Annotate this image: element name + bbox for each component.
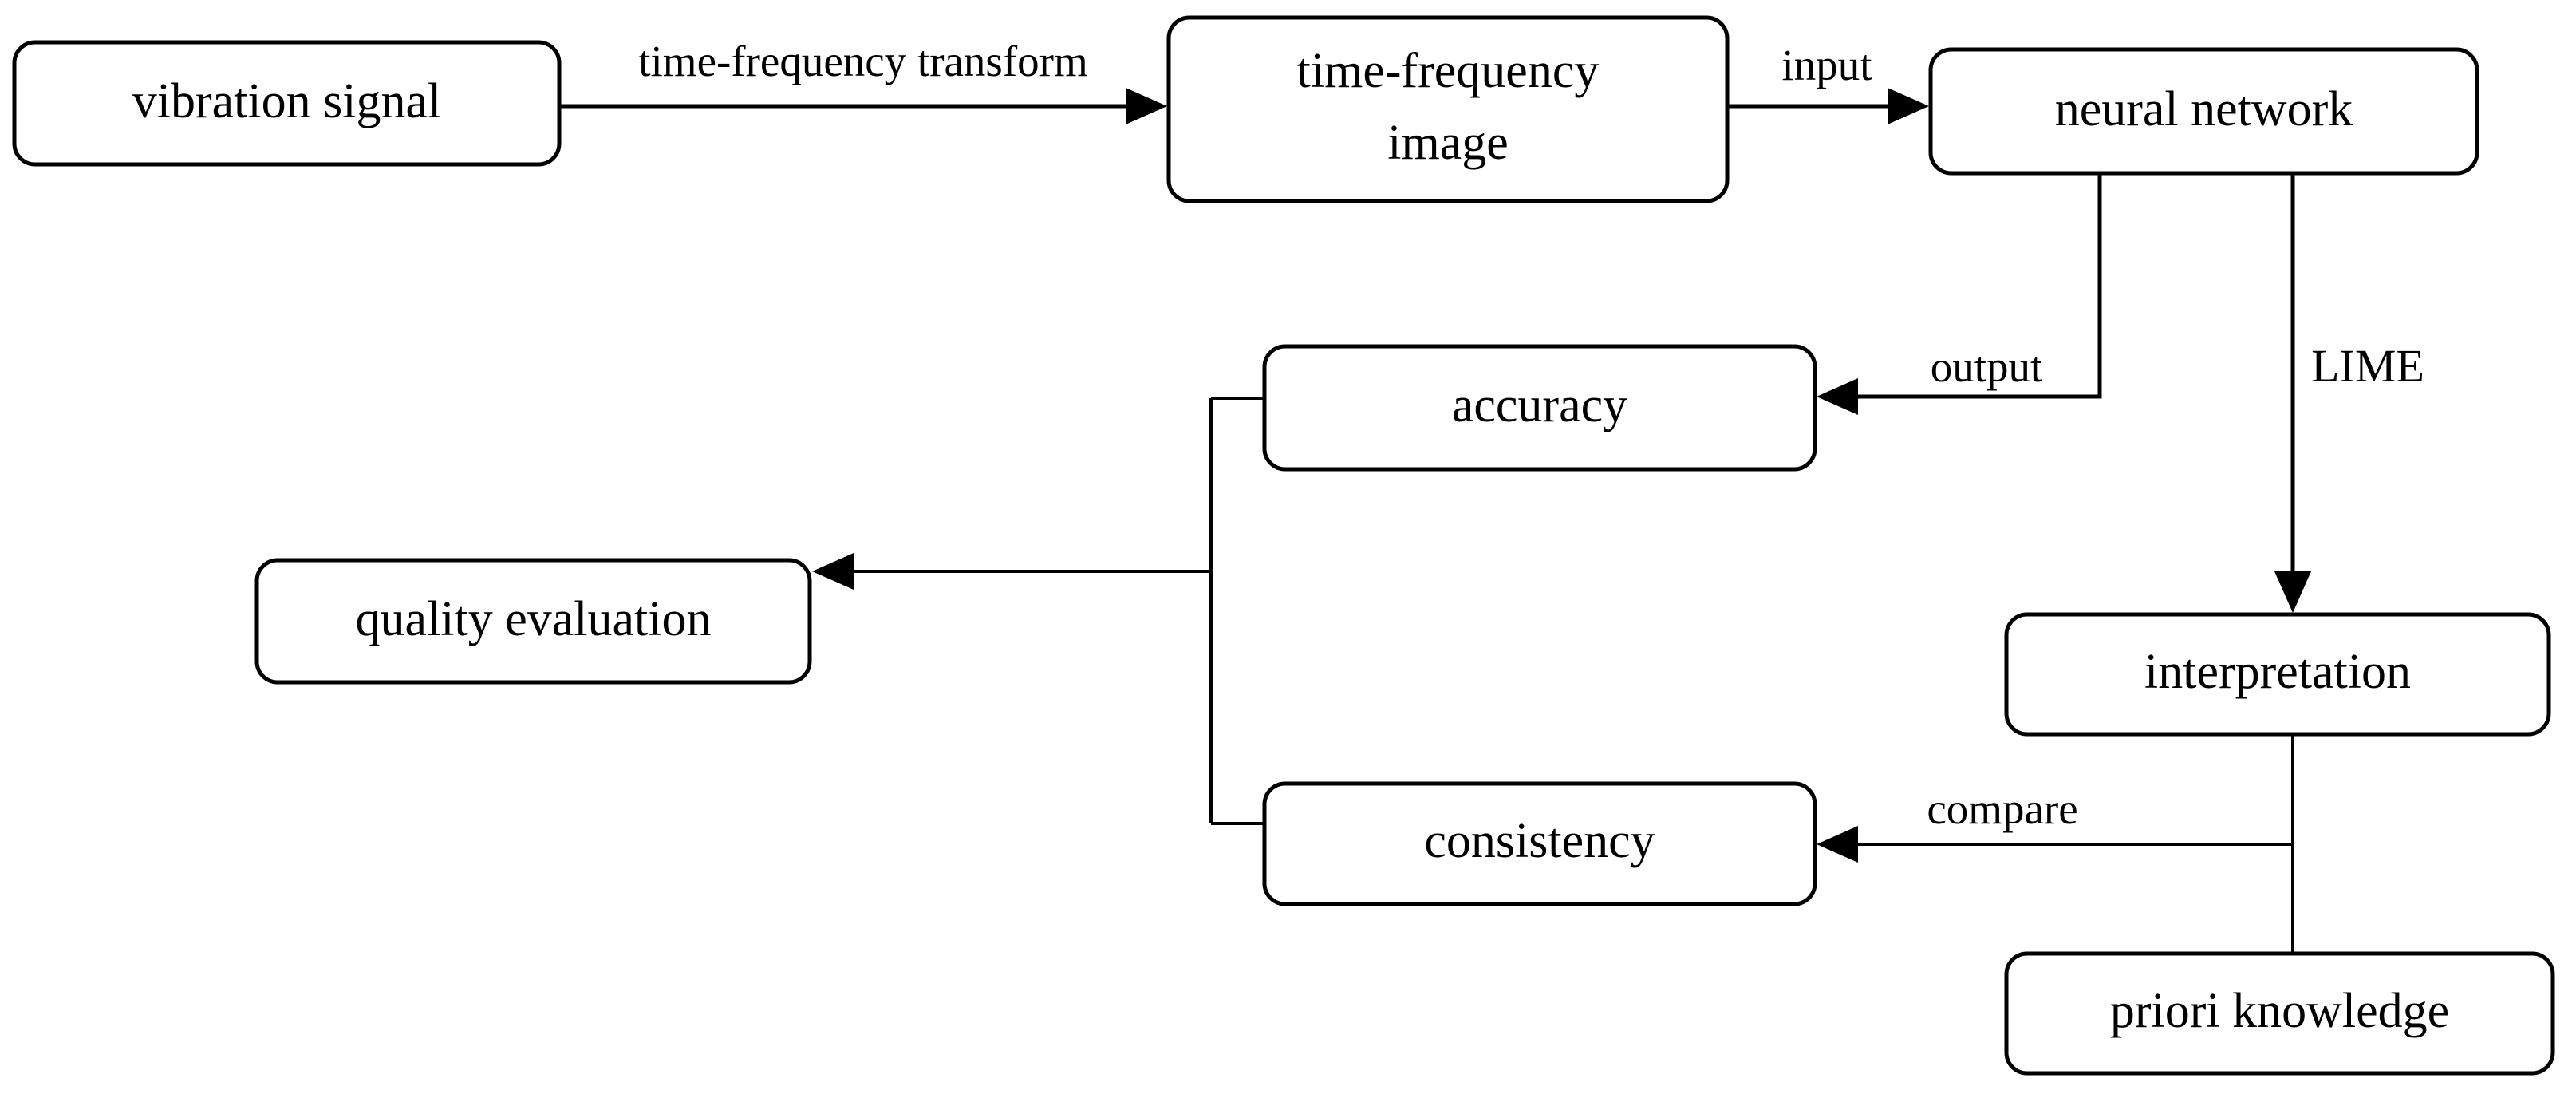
node-quality-evaluation[interactable]: quality evaluation [254,558,812,685]
edge-input: input [1729,41,1929,124]
node-interpretation[interactable]: interpretation [2004,612,2551,737]
edge-label-time-frequency-transform: time-frequency transform [638,37,1088,85]
node-neural-network[interactable]: neural network [1928,47,2479,176]
node-label-interpretation: interpretation [2144,645,2411,699]
arrow-head-icon [812,553,854,590]
node-label-neural-network: neural network [2055,82,2353,136]
edge-label-output: output [1931,342,2043,391]
node-label-time-frequency-image-line1: time-frequency [1297,44,1600,98]
arrow-head-icon [1126,88,1167,124]
arrow-head-icon [1817,378,1858,415]
node-vibration-signal[interactable]: vibration signal [12,40,562,167]
edge-output: output [1817,173,2102,415]
arrow-head-icon [2274,571,2311,613]
node-label-quality-evaluation: quality evaluation [356,592,712,646]
node-label-vibration-signal: vibration signal [132,74,441,128]
arrow-head-icon [1817,826,1858,863]
node-label-priori-knowledge: priori knowledge [2110,984,2449,1038]
node-label-time-frequency-image-line2: image [1387,116,1509,170]
edge-label-lime: LIME [2311,340,2424,392]
edge-time-frequency-transform: time-frequency transform [561,37,1167,124]
edge-label-compare: compare [1927,784,2077,833]
edge-compare: compare [1817,784,2293,863]
edge-label-input: input [1781,41,1872,89]
node-priori-knowledge[interactable]: priori knowledge [2004,951,2555,1076]
edge-merge-to-quality-evaluation [812,397,1264,825]
node-label-accuracy: accuracy [1452,378,1627,432]
arrow-head-icon [1888,88,1929,124]
node-accuracy[interactable]: accuracy [1262,344,1817,472]
node-label-consistency: consistency [1424,814,1655,868]
edge-lime: LIME [2274,173,2424,613]
node-time-frequency-image[interactable]: time-frequency image [1166,15,1730,203]
node-consistency[interactable]: consistency [1262,781,1817,906]
